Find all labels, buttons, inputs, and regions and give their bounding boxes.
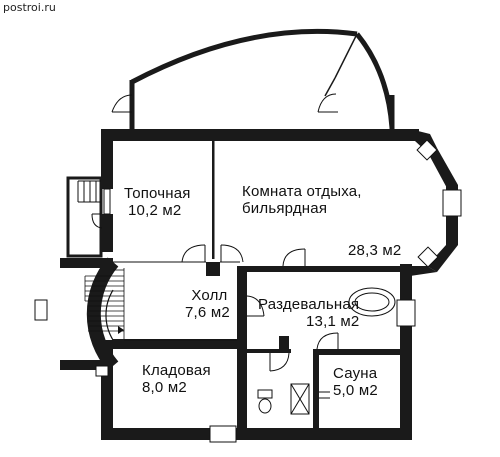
room-boiler-name: Топочная bbox=[124, 185, 191, 202]
room-storage-area: 8,0 м2 bbox=[142, 379, 187, 396]
shower-icon bbox=[290, 383, 310, 415]
room-storage: Кладовая 8,0 м2 bbox=[142, 362, 211, 396]
room-sauna-area: 5,0 м2 bbox=[333, 382, 378, 399]
jacuzzi-icon bbox=[348, 287, 396, 317]
upper-terrace bbox=[129, 28, 395, 130]
terrace-door-right bbox=[317, 93, 338, 113]
room-lounge-name-1: Комната отдыха, bbox=[242, 183, 362, 200]
room-hall-name: Холл bbox=[191, 287, 228, 304]
stair-arrow-icon bbox=[118, 326, 124, 334]
room-storage-name: Кладовая bbox=[142, 362, 211, 379]
windows bbox=[34, 139, 462, 443]
room-dressing: Раздевальная 13,1 м2 bbox=[258, 296, 359, 330]
interior-walls bbox=[113, 141, 400, 440]
site-watermark: postroi.ru bbox=[3, 1, 56, 14]
room-hall: Холл 7,6 м2 bbox=[185, 287, 230, 321]
interior-doors bbox=[181, 244, 339, 372]
terrace-door-left bbox=[111, 94, 133, 113]
sauna-bench bbox=[319, 391, 330, 399]
room-lounge-area: 28,3 м2 bbox=[348, 242, 402, 259]
room-boiler-area: 10,2 м2 bbox=[128, 202, 182, 219]
exterior-walls bbox=[101, 129, 458, 440]
room-dressing-area: 13,1 м2 bbox=[306, 313, 360, 330]
room-lounge: Комната отдыха, бильярдная bbox=[242, 183, 362, 217]
room-dressing-name: Раздевальная bbox=[258, 296, 360, 313]
room-hall-area: 7,6 м2 bbox=[185, 304, 230, 321]
stair-tower bbox=[60, 257, 119, 371]
room-boiler: Топочная 10,2 м2 bbox=[124, 185, 191, 219]
left-porch bbox=[66, 176, 103, 258]
room-sauna: Сауна 5,0 м2 bbox=[333, 365, 378, 399]
toilet-icon bbox=[257, 389, 273, 414]
interior-lines bbox=[113, 261, 240, 341]
room-sauna-name: Сауна bbox=[333, 365, 378, 382]
room-lounge-name-2: бильярдная bbox=[242, 200, 328, 217]
